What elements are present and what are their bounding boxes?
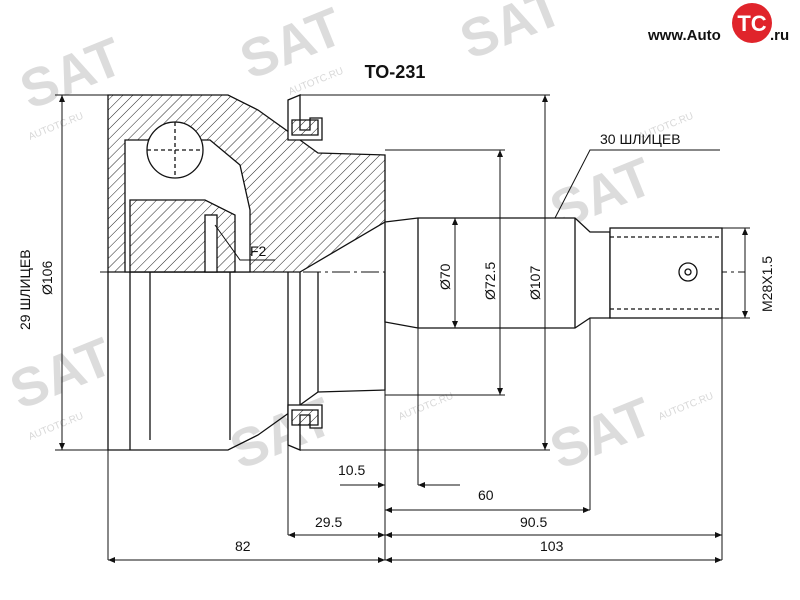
dimension-lines [55,94,750,563]
dim-value-103: 103 [540,538,564,554]
brand-logo-text: TC [737,11,766,36]
seal-upper-hatch [291,119,319,136]
housing-lower-outline [107,272,386,451]
dimension-labels: 29 ШЛИЦЕВ Ø106 Ø70 Ø72.5 Ø107 M28X1.5 30… [17,131,775,554]
seal-lower-hatch [291,409,319,426]
cotter-hole [678,262,698,282]
cotter-hole-inner [684,268,692,276]
leader-f2 [214,224,275,261]
inner-race-hatched [129,199,236,273]
watermark-url: AUTOTC.RU [397,391,455,423]
dim-value-10-5: 10.5 [338,462,365,478]
threaded-end [609,227,723,319]
label-f2: F2 [250,243,267,259]
label-inner-splines: 29 ШЛИЦЕВ [17,249,33,330]
label-outer-splines: 30 ШЛИЦЕВ [600,131,681,147]
brand-url-text: www.Auto [647,27,721,44]
watermark-mark: SAT [542,387,661,482]
watermark-mark: SAT [2,327,121,422]
part-number-title: TO-231 [365,62,426,82]
brand-suffix: .ru [770,27,789,44]
watermark-mark: SAT [452,0,571,71]
label-diameter-70: Ø70 [437,263,453,290]
watermark-mark: SAT [222,387,341,482]
brand-logo: www.Auto TC .ru [647,3,789,44]
label-diameter-72-5: Ø72.5 [482,262,498,300]
dim-value-29-5: 29.5 [315,514,342,530]
spline-bore [204,214,218,273]
dim-value-90-5: 90.5 [520,514,547,530]
dim-value-60: 60 [478,487,494,503]
label-thread: M28X1.5 [759,256,775,312]
label-diameter-106: Ø106 [39,261,55,295]
brand-logo-circle [732,3,772,43]
dim-value-82: 82 [235,538,251,554]
label-diameter-107: Ø107 [527,266,543,300]
leader-30-splines [554,149,720,219]
watermark-url: AUTOTC.RU [657,391,715,423]
